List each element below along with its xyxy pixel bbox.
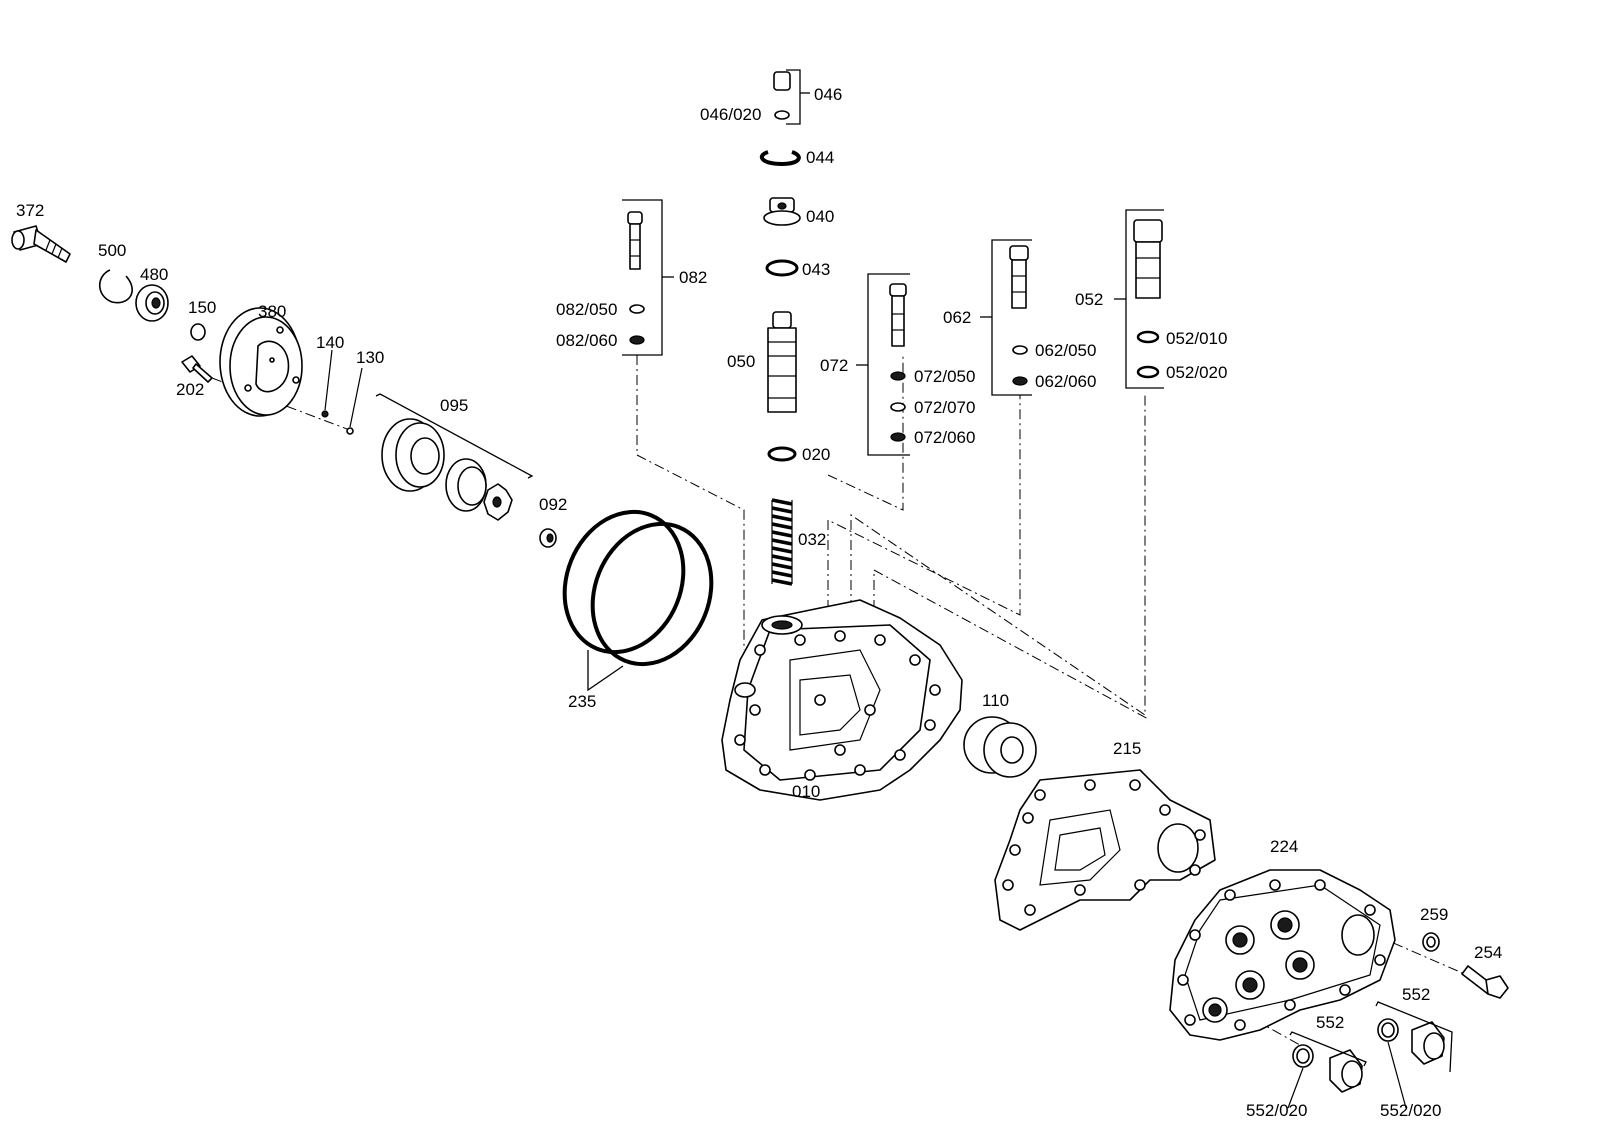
callout-046: 046: [814, 85, 842, 104]
part-202-bolt: [181, 355, 213, 383]
callout-082-050: 082/050: [556, 300, 617, 319]
callout-062: 062: [943, 308, 971, 327]
part-044-circlip: [759, 150, 801, 167]
callout-254: 254: [1474, 943, 1502, 962]
callout-130: 130: [356, 348, 384, 367]
part-380-cover-plate: [219, 307, 303, 417]
callout-052-010: 052/010: [1166, 329, 1227, 348]
callout-500: 500: [98, 241, 126, 260]
callout-224: 224: [1270, 837, 1298, 856]
callout-235: 235: [568, 692, 596, 711]
part-092-sleeve: [539, 528, 557, 548]
callout-082: 082: [679, 268, 707, 287]
callout-552-upper: 552: [1402, 985, 1430, 1004]
callout-095: 095: [440, 396, 468, 415]
callout-552-lower: 552: [1316, 1013, 1344, 1032]
part-043-ring: [765, 259, 799, 277]
callout-140: 140: [316, 333, 344, 352]
part-150-ring: [190, 323, 206, 341]
part-110-filter: [963, 716, 1037, 778]
callout-372: 372: [16, 201, 44, 220]
callout-082-060: 082/060: [556, 331, 617, 350]
callout-046-020: 046/020: [700, 105, 761, 124]
callout-110: 110: [982, 691, 1009, 710]
callout-032: 032: [798, 530, 826, 549]
part-215-gasket: [994, 769, 1216, 931]
part-046-plug: [773, 69, 810, 125]
part-235-o-rings: [562, 509, 714, 692]
callout-072-050: 072/050: [914, 367, 975, 386]
part-050-valve-spool: [767, 311, 797, 413]
callout-202: 202: [176, 380, 204, 399]
part-062-valve: [980, 239, 1032, 396]
callout-062-060: 062/060: [1035, 372, 1096, 391]
part-010-valve-body: [721, 599, 963, 801]
callout-010: 010: [792, 782, 820, 801]
part-095-pump-set: [375, 393, 534, 521]
part-130-ball: [346, 427, 354, 435]
part-254-bolt: [1461, 965, 1509, 999]
part-052-valve: [1114, 209, 1164, 389]
callout-072: 072: [820, 356, 848, 375]
callout-380: 380: [258, 302, 286, 321]
callout-552-020-upper: 552/020: [1380, 1101, 1441, 1120]
part-552-plug-lower: [1287, 1031, 1367, 1109]
callout-092: 092: [539, 495, 567, 514]
callout-052: 052: [1075, 290, 1103, 309]
part-500-snap-ring: [98, 269, 133, 304]
callout-040: 040: [806, 207, 834, 226]
callout-043: 043: [802, 260, 830, 279]
callout-259: 259: [1420, 905, 1448, 924]
part-140-pin: [321, 410, 329, 418]
part-072-valve: [856, 273, 910, 456]
callout-480: 480: [140, 265, 168, 284]
callout-020: 020: [802, 445, 830, 464]
callout-072-070: 072/070: [914, 398, 975, 417]
callout-044: 044: [806, 148, 834, 167]
part-552-plug-upper: [1375, 1001, 1453, 1109]
part-082-valve: [622, 199, 674, 356]
part-480-bearing: [135, 284, 169, 322]
callout-052-020: 052/020: [1166, 363, 1227, 382]
part-020-ring: [767, 446, 797, 462]
part-259-washer: [1422, 932, 1440, 952]
callout-215: 215: [1113, 739, 1141, 758]
callout-150: 150: [188, 298, 216, 317]
callout-072-060: 072/060: [914, 428, 975, 447]
part-224-cover: [1169, 869, 1396, 1041]
part-040-nut: [763, 197, 801, 226]
callout-050: 050: [727, 352, 755, 371]
callout-062-050: 062/050: [1035, 341, 1096, 360]
callout-552-020-lower: 552/020: [1246, 1101, 1307, 1120]
part-032-spring: [771, 498, 793, 586]
part-372-shaft: [11, 225, 71, 263]
